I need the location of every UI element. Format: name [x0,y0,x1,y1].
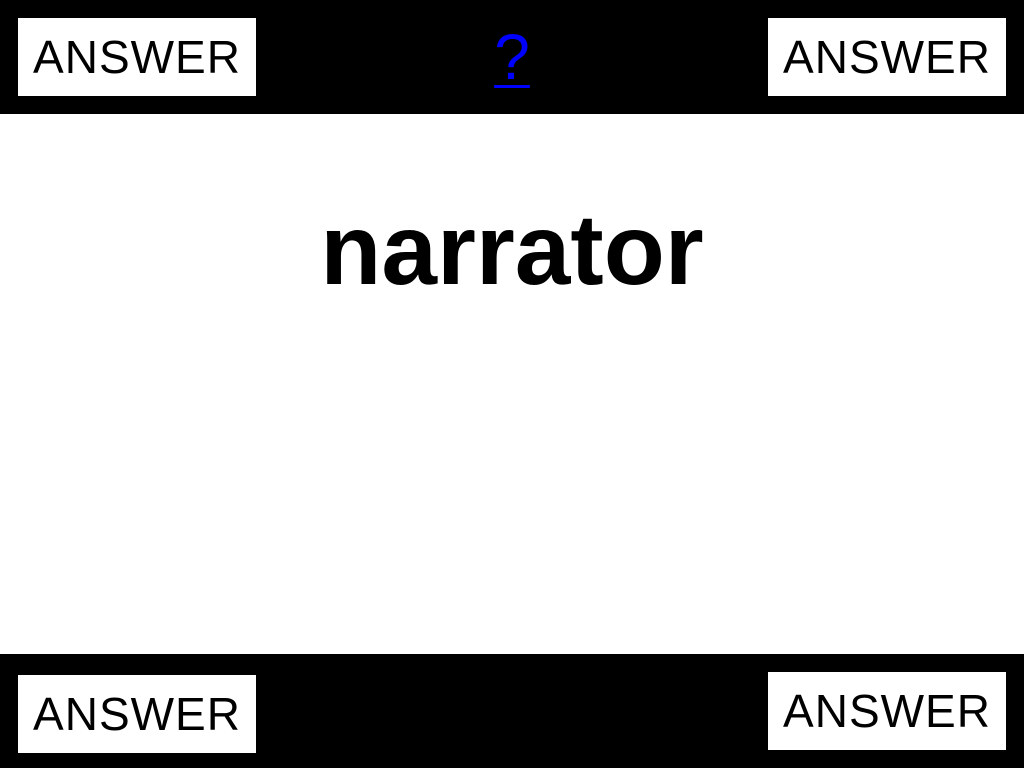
prompt-word: narrator [320,194,704,306]
answer-button-top-right[interactable]: ANSWER [768,18,1006,96]
answer-button-bottom-right[interactable]: ANSWER [768,672,1006,750]
question-mark-link[interactable]: ? [494,21,530,93]
answer-button-bottom-left[interactable]: ANSWER [18,675,256,753]
answer-button-top-left[interactable]: ANSWER [18,18,256,96]
